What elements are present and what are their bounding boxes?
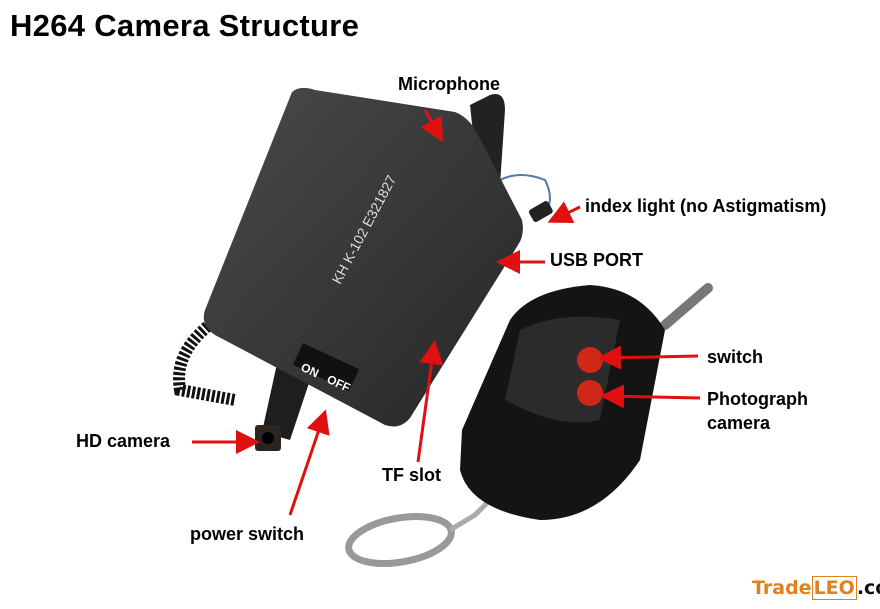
logo-part-com: .com bbox=[856, 577, 880, 599]
label-photograph-camera: camera bbox=[707, 413, 771, 433]
logo-part-trade: Trade bbox=[752, 577, 812, 599]
photograph-button bbox=[577, 380, 603, 406]
label-microphone: Microphone bbox=[398, 74, 500, 94]
label-hd-camera: HD camera bbox=[76, 431, 171, 451]
switch-button bbox=[577, 347, 603, 373]
label-photograph: Photograph bbox=[707, 389, 808, 409]
label-tf-slot: TF slot bbox=[382, 465, 441, 485]
label-usb-port: USB PORT bbox=[550, 250, 644, 270]
label-switch: switch bbox=[707, 347, 764, 367]
keyring-clip bbox=[345, 513, 455, 567]
remote-antenna bbox=[660, 283, 713, 330]
device-body bbox=[203, 87, 523, 427]
index-light bbox=[528, 201, 553, 222]
label-power-switch: power switch bbox=[190, 524, 305, 544]
annotation-arrows bbox=[192, 109, 701, 516]
on-off-label bbox=[292, 343, 360, 391]
page-title: H264 Camera Structure bbox=[10, 8, 360, 43]
label-index-light: index light (no Astigmatism) bbox=[585, 196, 827, 216]
on-text: ON bbox=[299, 360, 321, 380]
logo-part-leo: LEO bbox=[811, 576, 857, 600]
